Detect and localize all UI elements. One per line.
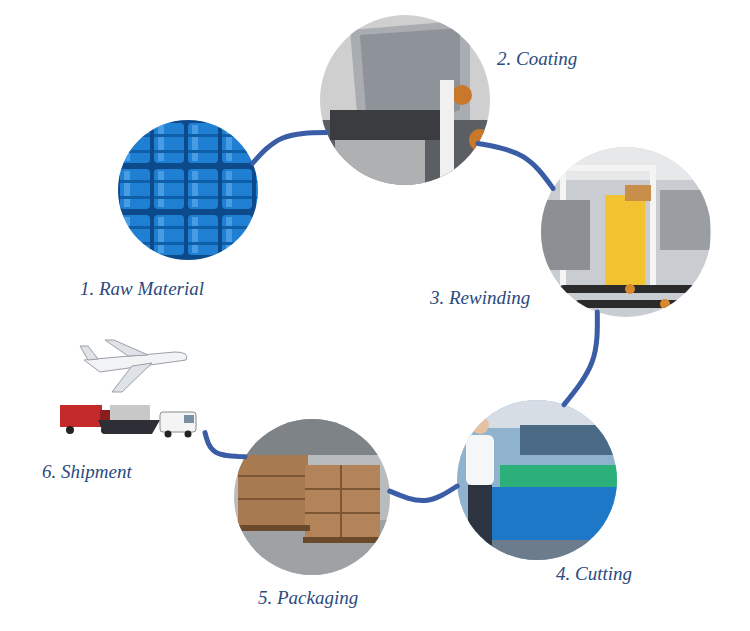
barrels-photo — [110, 110, 270, 270]
process-group: 6. Shipment — [55, 335, 205, 440]
coating-machine-photo — [315, 10, 495, 190]
packaging-photo — [230, 415, 395, 580]
process-circle: 4. Cutting — [457, 400, 617, 560]
step-label: 1. Raw Material — [80, 278, 204, 301]
shipment-icons — [60, 340, 196, 438]
ring-connector — [205, 433, 245, 457]
step-label: 6. Shipment — [42, 461, 132, 484]
step-label: 4. Cutting — [556, 563, 632, 586]
step-label: 5. Packaging — [258, 587, 358, 610]
step-label: 2. Coating — [497, 48, 577, 71]
process-circle: 3. Rewinding — [541, 147, 711, 317]
cutting-machine-photo — [455, 398, 620, 565]
rewinding-machine-photo — [535, 140, 720, 325]
ring-connector — [478, 144, 553, 189]
ring-connector — [390, 486, 457, 501]
process-circle: 5. Packaging — [234, 419, 390, 575]
process-circle: 1. Raw Material — [118, 120, 258, 260]
process-circle: 2. Coating — [320, 15, 490, 185]
step-label: 3. Rewinding — [430, 287, 530, 310]
ring-connector — [253, 133, 327, 164]
ring-connector — [564, 312, 597, 405]
